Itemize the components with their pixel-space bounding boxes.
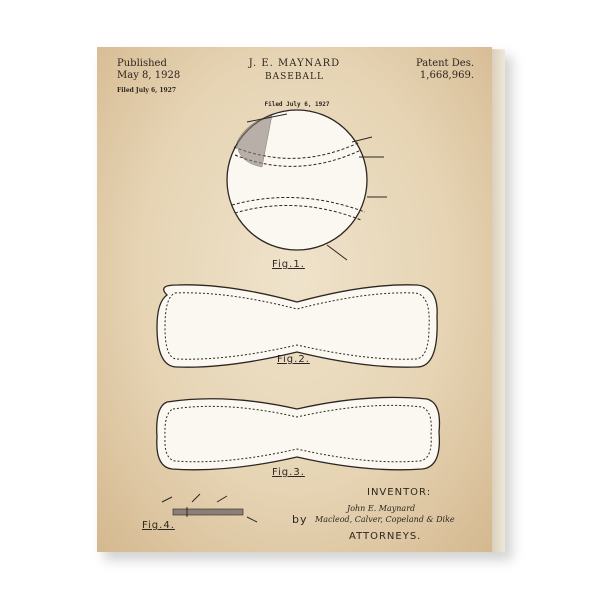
fig1-label: Fig.1.: [272, 259, 305, 270]
patent-drawings: [156, 109, 441, 523]
by-label: by: [292, 513, 308, 526]
cross-section-figure-4: [161, 493, 258, 523]
fig2-label: Fig.2.: [277, 354, 310, 365]
patent-print-canvas: Published May 8, 1928 Filed July 6, 1927…: [97, 47, 492, 552]
attorneys-signature: Macleod, Calver, Copeland & Dike: [315, 515, 455, 524]
fig3-label: Fig.3.: [272, 467, 305, 478]
attorneys-label: ATTORNEYS.: [349, 531, 422, 542]
inventor-label: INVENTOR:: [367, 487, 432, 498]
published-date: May 8, 1928: [117, 70, 181, 81]
patent-label: Patent Des.: [415, 58, 474, 69]
inventor-name: J. E. MAYNARD: [248, 58, 341, 69]
cover-piece-figure-2: [156, 284, 438, 368]
published-label: Published: [117, 58, 167, 69]
filed-date-center: Filed July 6, 1927: [264, 101, 330, 108]
fig4-label: Fig.4.: [142, 520, 175, 531]
filed-date-left: Filed July 6, 1927: [117, 87, 177, 94]
canvas-side-edge: [491, 49, 505, 553]
cover-piece-figure-3: [156, 396, 441, 471]
patent-number: 1,668,969.: [419, 70, 474, 81]
inventor-signature: John E. Maynard: [347, 504, 416, 513]
baseball-figure: [226, 109, 387, 261]
patent-title: BASEBALL: [265, 72, 324, 82]
